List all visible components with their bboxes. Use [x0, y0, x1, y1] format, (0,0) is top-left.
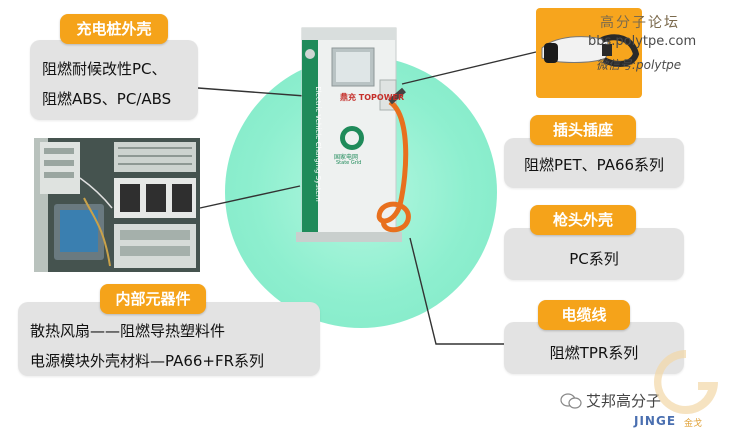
cable-info-box: 阻燃TPR系列 [504, 322, 684, 374]
plug-photo [536, 8, 642, 98]
line-to-shell [197, 87, 306, 97]
grid-logo-text: 国家电网 [334, 154, 359, 161]
internal-line-1: 散热风扇——阻燃导热塑料件 [30, 322, 226, 340]
gun-text: PC系列 [569, 250, 619, 268]
line-to-internal [199, 185, 301, 209]
plug-text: 阻燃PET、PA66系列 [523, 156, 665, 174]
watermark-forum-name: 高分子论坛 [600, 15, 680, 31]
watermark-account: 艾邦高分子 [586, 392, 662, 410]
internal-info-box: 散热风扇——阻燃导热塑料件 电源模块外壳材料—PA66+FR系列 [18, 302, 320, 376]
shell-line-2: 阻燃ABS、PC/ABS [42, 90, 172, 108]
shell-line-1: 阻燃耐候改性PC、 [42, 60, 167, 78]
cable-text: 阻燃TPR系列 [549, 344, 639, 362]
jinge-brand: JINGE [634, 414, 677, 428]
wechat-icon [560, 392, 582, 410]
internal-components-photo [34, 138, 200, 272]
plug-info-box: 阻燃PET、PA66系列 [504, 138, 684, 188]
grid-logo-sub: State Grid [336, 160, 362, 166]
watermark-url: bbs.polytpe.com [588, 34, 697, 49]
gun-tag: 枪头外壳 [530, 205, 636, 235]
station-brand: 鼎充 TOPOWER [340, 93, 405, 102]
line-to-cable [409, 237, 536, 345]
plug-illustration [541, 34, 640, 67]
gun-info-box: PC系列 [504, 228, 684, 280]
jinge-logo-icon [646, 344, 726, 418]
watermark-wechat: 微信号:polytpe [596, 58, 682, 72]
shell-tag: 充电桩外壳 [60, 14, 168, 44]
charging-station-illustration [296, 27, 411, 242]
line-to-plug [401, 51, 537, 85]
internal-tag: 内部元器件 [100, 284, 206, 314]
shell-info-box: 阻燃耐候改性PC、 阻燃ABS、PC/ABS [30, 40, 198, 120]
plug-tag: 插头插座 [530, 115, 636, 145]
jinge-brand-cn: 金戈 [684, 419, 703, 429]
internal-line-2: 电源模块外壳材料—PA66+FR系列 [30, 352, 265, 370]
station-side-text: Electric Vehicle Charging System [314, 86, 322, 202]
components-illustration [34, 138, 200, 272]
cable-tag: 电缆线 [538, 300, 630, 330]
